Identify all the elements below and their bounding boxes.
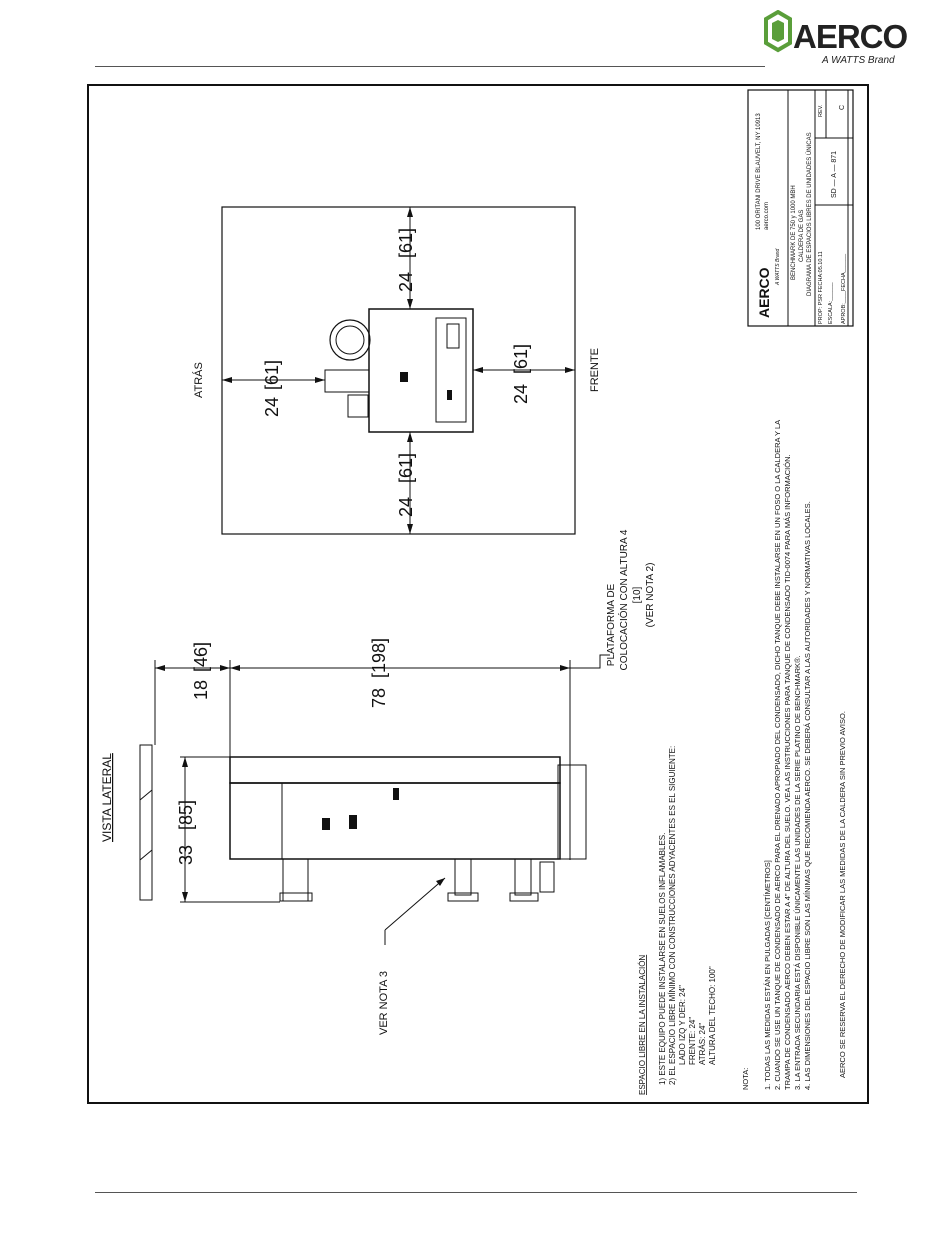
clearance-line-6: ALTURA DEL TECHO: 100" xyxy=(708,966,717,1065)
platform-label-4: (VER NOTA 2) xyxy=(645,563,656,628)
depth-cm: [85] xyxy=(176,800,196,830)
clearance-line-3: LADO IZQ Y DER: 24" xyxy=(678,985,687,1065)
prop-field: PROP: PSR FECHA:05.10.11 xyxy=(818,251,824,324)
scale-field: ESCALA:______ xyxy=(828,281,834,324)
pipe-connection xyxy=(282,858,309,902)
note3-leader xyxy=(384,877,446,931)
notes-title: NOTA: xyxy=(741,1068,750,1090)
clearance-line-2: 2) EL ESPACIO LIBRE MÍNIMO CON CONSTRUCC… xyxy=(668,746,677,1085)
height-inches: 78 xyxy=(369,688,389,708)
title-block: AERCO A WATTS Brand 100 ORITANI DRIVE BL… xyxy=(747,89,854,327)
back-cm: [61] xyxy=(262,360,282,390)
header-rule xyxy=(95,66,765,67)
aerco-logo-text: AERCO xyxy=(793,18,908,55)
note-2b: TRAMPA DE CONDENSADO AERCO DEBEN ESTAR A… xyxy=(783,454,792,1090)
title-block-watts: A WATTS Brand xyxy=(775,248,781,286)
right-cm: [61] xyxy=(396,228,416,258)
gas-inlet xyxy=(324,369,370,393)
title-block-frame xyxy=(747,89,854,327)
desc-line-2: CALDERA DE GAS xyxy=(799,210,805,262)
clearance-line-4: FRENTE: 24" xyxy=(688,1017,697,1065)
drawing-frame xyxy=(87,84,869,1104)
clearance-line-5: ATRÁS: 24" xyxy=(698,1023,707,1065)
platform-label-3: [10] xyxy=(632,586,643,603)
rev-label: REV. xyxy=(818,104,824,117)
pipe-connection-3 xyxy=(514,858,532,896)
see-note-3-label: VER NOTA 3 xyxy=(378,971,390,1035)
approved-field: APROB:____FECHA______ xyxy=(841,253,847,324)
front-label: FRENTE xyxy=(589,348,601,392)
platform-side xyxy=(557,764,587,860)
control-panel xyxy=(435,317,467,423)
address-line-1: 100 ORITANI DRIVE BLAUVELT, NY 10913 xyxy=(756,113,762,230)
back-label: ATRÁS xyxy=(192,362,205,398)
front-inches: 24 xyxy=(511,384,531,404)
left-inches: 24 xyxy=(396,497,416,517)
back-inches: 24 xyxy=(262,397,282,417)
title-block-logo: AERCO xyxy=(756,267,772,318)
document-number: SD — A — 871 xyxy=(831,151,838,198)
aerco-logo-subtitle: A WATTS Brand xyxy=(822,55,895,66)
clearance-line-1: 1) ESTE EQUIPO PUEDE INSTALARSE EN SUELO… xyxy=(658,833,667,1085)
platform-label-1: PLATAFORMA DE xyxy=(606,583,617,666)
platform-label-2: COLOCACIÓN CON ALTURA 4 xyxy=(617,529,630,670)
footer-rule xyxy=(95,1192,857,1193)
clearance-title: ESPACIO LIBRE EN LA INSTALACIÓN xyxy=(638,955,647,1095)
platform-leader xyxy=(588,654,610,669)
top-clearance-inches: 18 xyxy=(191,680,211,700)
floor-slab xyxy=(139,744,153,901)
front-cm: [61] xyxy=(511,344,531,374)
top-clearance-cm: [46] xyxy=(191,642,211,672)
left-cm: [61] xyxy=(396,453,416,483)
rev-value: C xyxy=(839,105,846,110)
pipe-connection-2 xyxy=(454,858,472,896)
clearance-notes: ESPACIO LIBRE EN LA INSTALACIÓN 1) ESTE … xyxy=(638,746,717,1095)
right-inches: 24 xyxy=(396,272,416,292)
aerco-logo-hexagon-icon xyxy=(764,10,792,53)
note-1: 1. TODAS LAS MEDIDAS ESTÁN EN PULGADAS [… xyxy=(763,860,772,1090)
note-3: 3. LA ENTRADA SECUNDARIA ESTÁ DISPONIBLE… xyxy=(793,655,802,1090)
desc-line-3: DIAGRAMA DE ESPACIOS LIBRES DE UNIDADES … xyxy=(806,132,813,296)
exhaust-flue-icon xyxy=(329,319,371,361)
side-view: VISTA LATERAL 33 [85] xyxy=(100,529,656,1035)
height-cm: [198] xyxy=(369,638,389,678)
general-notes: NOTA: 1. TODAS LAS MEDIDAS ESTÁN EN PULG… xyxy=(741,420,847,1090)
note-4: 4. LAS DIMENSIONES DEL ESPACIO LIBRE SON… xyxy=(803,501,812,1090)
boiler-top-panel xyxy=(229,756,561,784)
desc-line-1: BENCHMARK DE 750 y 1000 MBH xyxy=(791,185,797,280)
depth-inches: 33 xyxy=(176,845,196,865)
boiler-top-view xyxy=(368,308,474,433)
side-view-title: VISTA LATERAL xyxy=(100,753,114,842)
top-view: ATRÁS FRENTE 24 [61] 24 [61] 24 [61] xyxy=(192,206,601,535)
reserve-note: AERCO SE RESERVA EL DERECHO DE MODIFICAR… xyxy=(838,711,847,1078)
address-line-2: aerco.com xyxy=(764,202,770,230)
note-2a: 2. CUANDO SE USE UN TANQUE DE CONDENSADO… xyxy=(773,420,782,1090)
